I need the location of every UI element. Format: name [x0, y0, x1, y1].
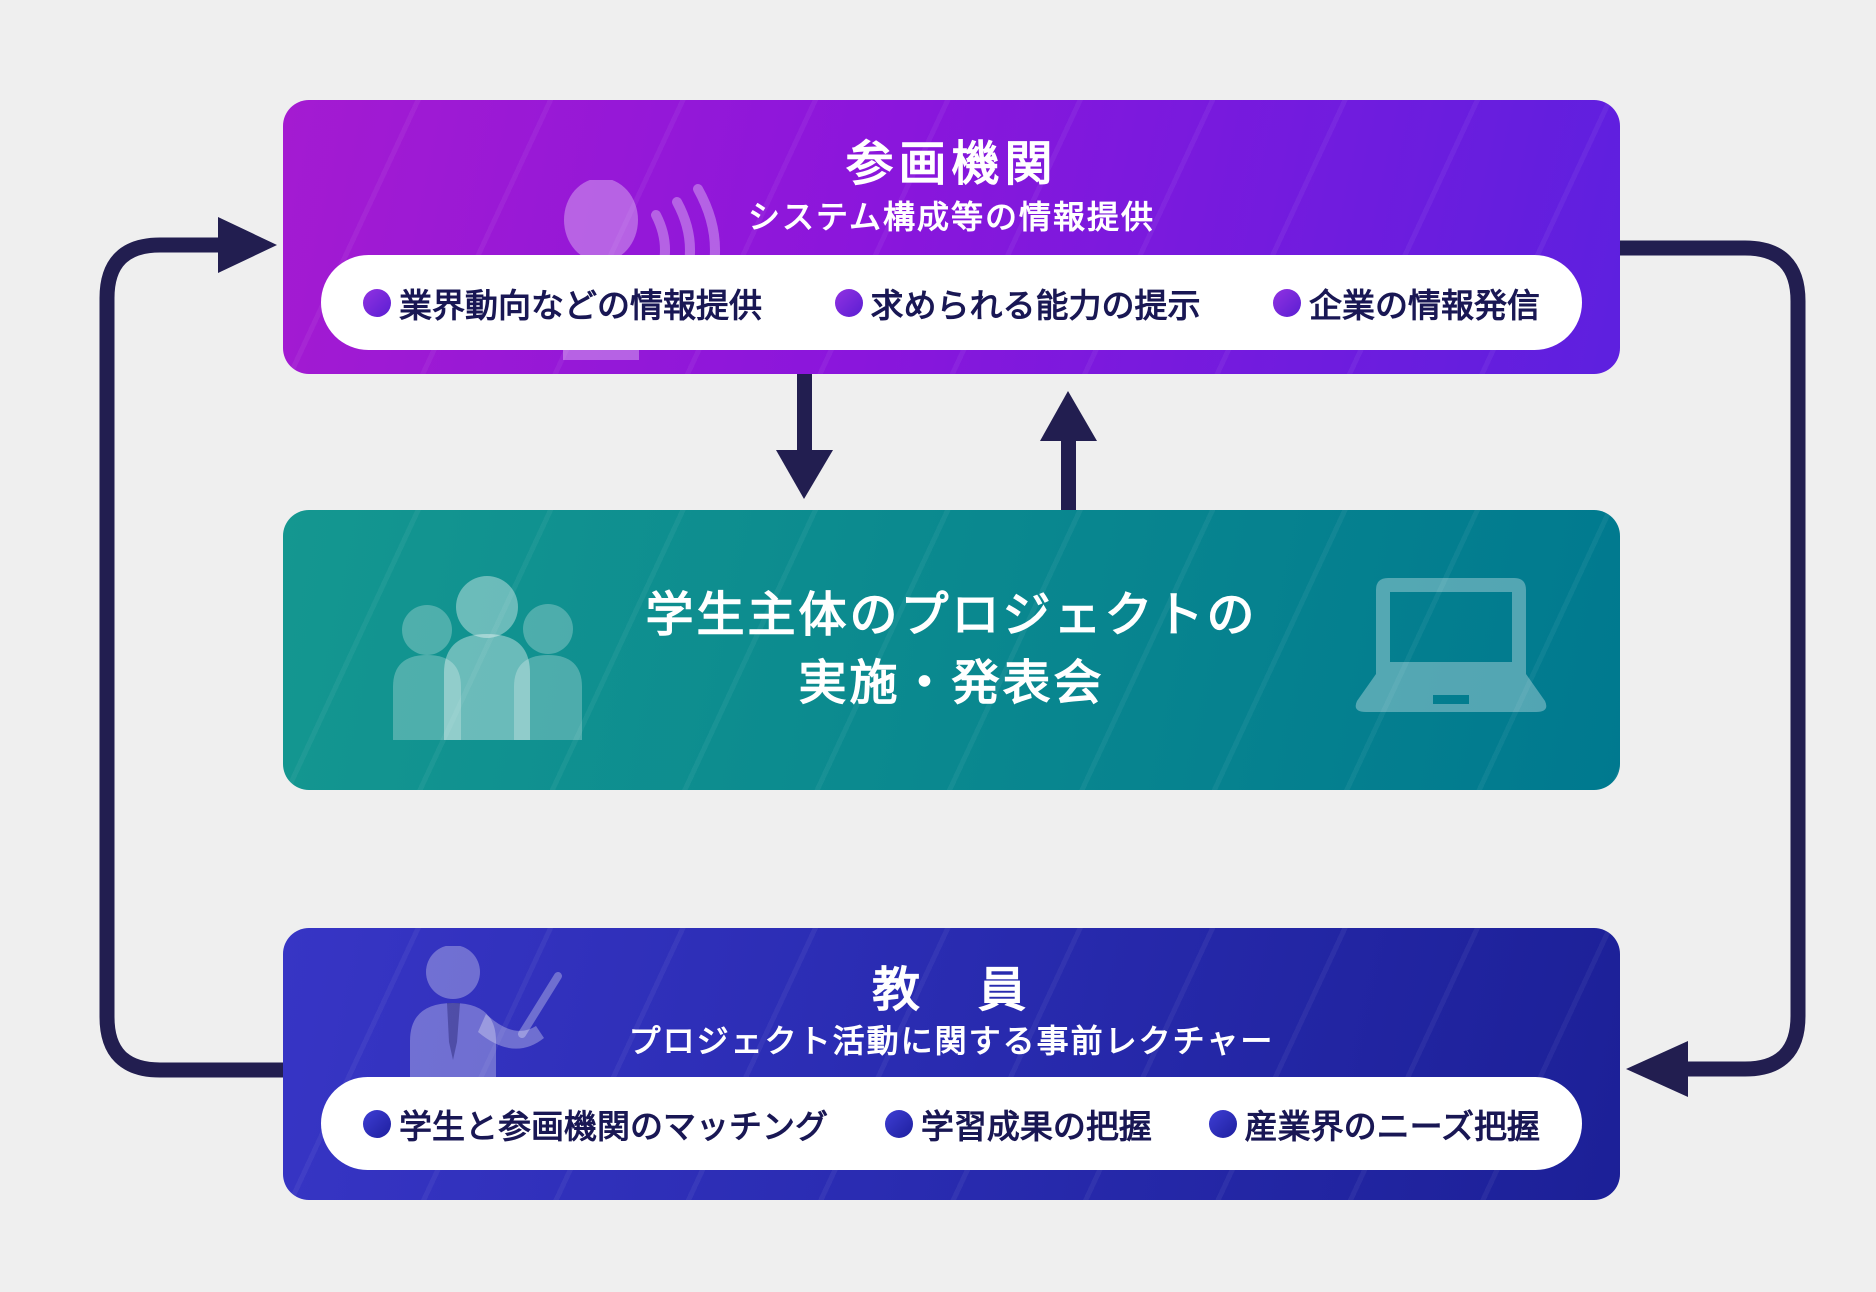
bullet-dot-icon	[834, 288, 863, 317]
bullet-dot-icon	[1273, 288, 1301, 317]
list-item: 産業界のニーズ把握	[1208, 1100, 1540, 1148]
bullet-dot-icon	[884, 1109, 913, 1138]
students-group-icon	[383, 575, 593, 740]
bottom-box-subtitle: プロジェクト活動に関する事前レクチャー	[628, 1023, 1275, 1059]
participating-organizations-box: 参画機関 システム構成等の情報提供 業界動向などの情報提供 求められる能力の提示…	[283, 100, 1620, 374]
list-item-label: 業界動向などの情報提供	[399, 286, 762, 324]
list-item-label: 学習成果の把握	[920, 1107, 1152, 1145]
middle-box-title-line2: 実施・発表会	[798, 657, 1105, 710]
loop-arrow-right-head	[1626, 1041, 1688, 1097]
top-box-title: 参画機関	[845, 138, 1058, 191]
teachers-box: 教 員 プロジェクト活動に関する事前レクチャー 学生と参画機関のマッチング 学習…	[283, 928, 1620, 1200]
list-item: 求められる能力の提示	[834, 279, 1201, 327]
bottom-box-pill: 学生と参画機関のマッチング 学習成果の把握 産業界のニーズ把握	[321, 1077, 1582, 1170]
laptop-icon	[1348, 570, 1553, 720]
arrow-top-to-middle-shaft	[797, 372, 812, 454]
top-box-subtitle: システム構成等の情報提供	[747, 199, 1156, 235]
list-item: 企業の情報発信	[1273, 279, 1540, 327]
necktie	[447, 1003, 460, 1060]
list-item-label: 学生と参画機関のマッチング	[399, 1107, 828, 1145]
list-item-label: 求められる能力の提示	[870, 286, 1201, 324]
arrow-middle-to-top-shaft	[1061, 437, 1076, 512]
list-item: 学習成果の把握	[884, 1100, 1152, 1148]
list-item-label: 産業界のニーズ把握	[1244, 1107, 1540, 1145]
bullet-dot-icon	[1208, 1109, 1237, 1138]
bottom-box-title: 教 員	[871, 964, 1031, 1017]
middle-box-title: 学生主体のプロジェクトの 実施・発表会	[283, 510, 1620, 790]
list-item: 学生と参画機関のマッチング	[363, 1100, 828, 1148]
list-item: 業界動向などの情報提供	[363, 279, 762, 327]
pointer-stick	[518, 972, 562, 1038]
loop-arrow-right-path	[1620, 240, 1806, 1077]
teacher-icon	[398, 945, 578, 1096]
loop-arrow-left-head	[218, 217, 277, 273]
bullet-dot-icon	[363, 1109, 391, 1138]
arrow-middle-to-top-head	[1040, 391, 1097, 441]
middle-box-title-line1: 学生主体のプロジェクトの	[645, 588, 1258, 642]
loop-arrow-left-path	[99, 237, 283, 1078]
list-item-label: 企業の情報発信	[1309, 286, 1540, 324]
bullet-dot-icon	[363, 288, 391, 317]
arrow-top-to-middle-head	[776, 450, 833, 499]
student-project-box: 学生主体のプロジェクトの 実施・発表会	[283, 510, 1620, 790]
top-box-pill: 業界動向などの情報提供 求められる能力の提示 企業の情報発信	[321, 255, 1582, 350]
